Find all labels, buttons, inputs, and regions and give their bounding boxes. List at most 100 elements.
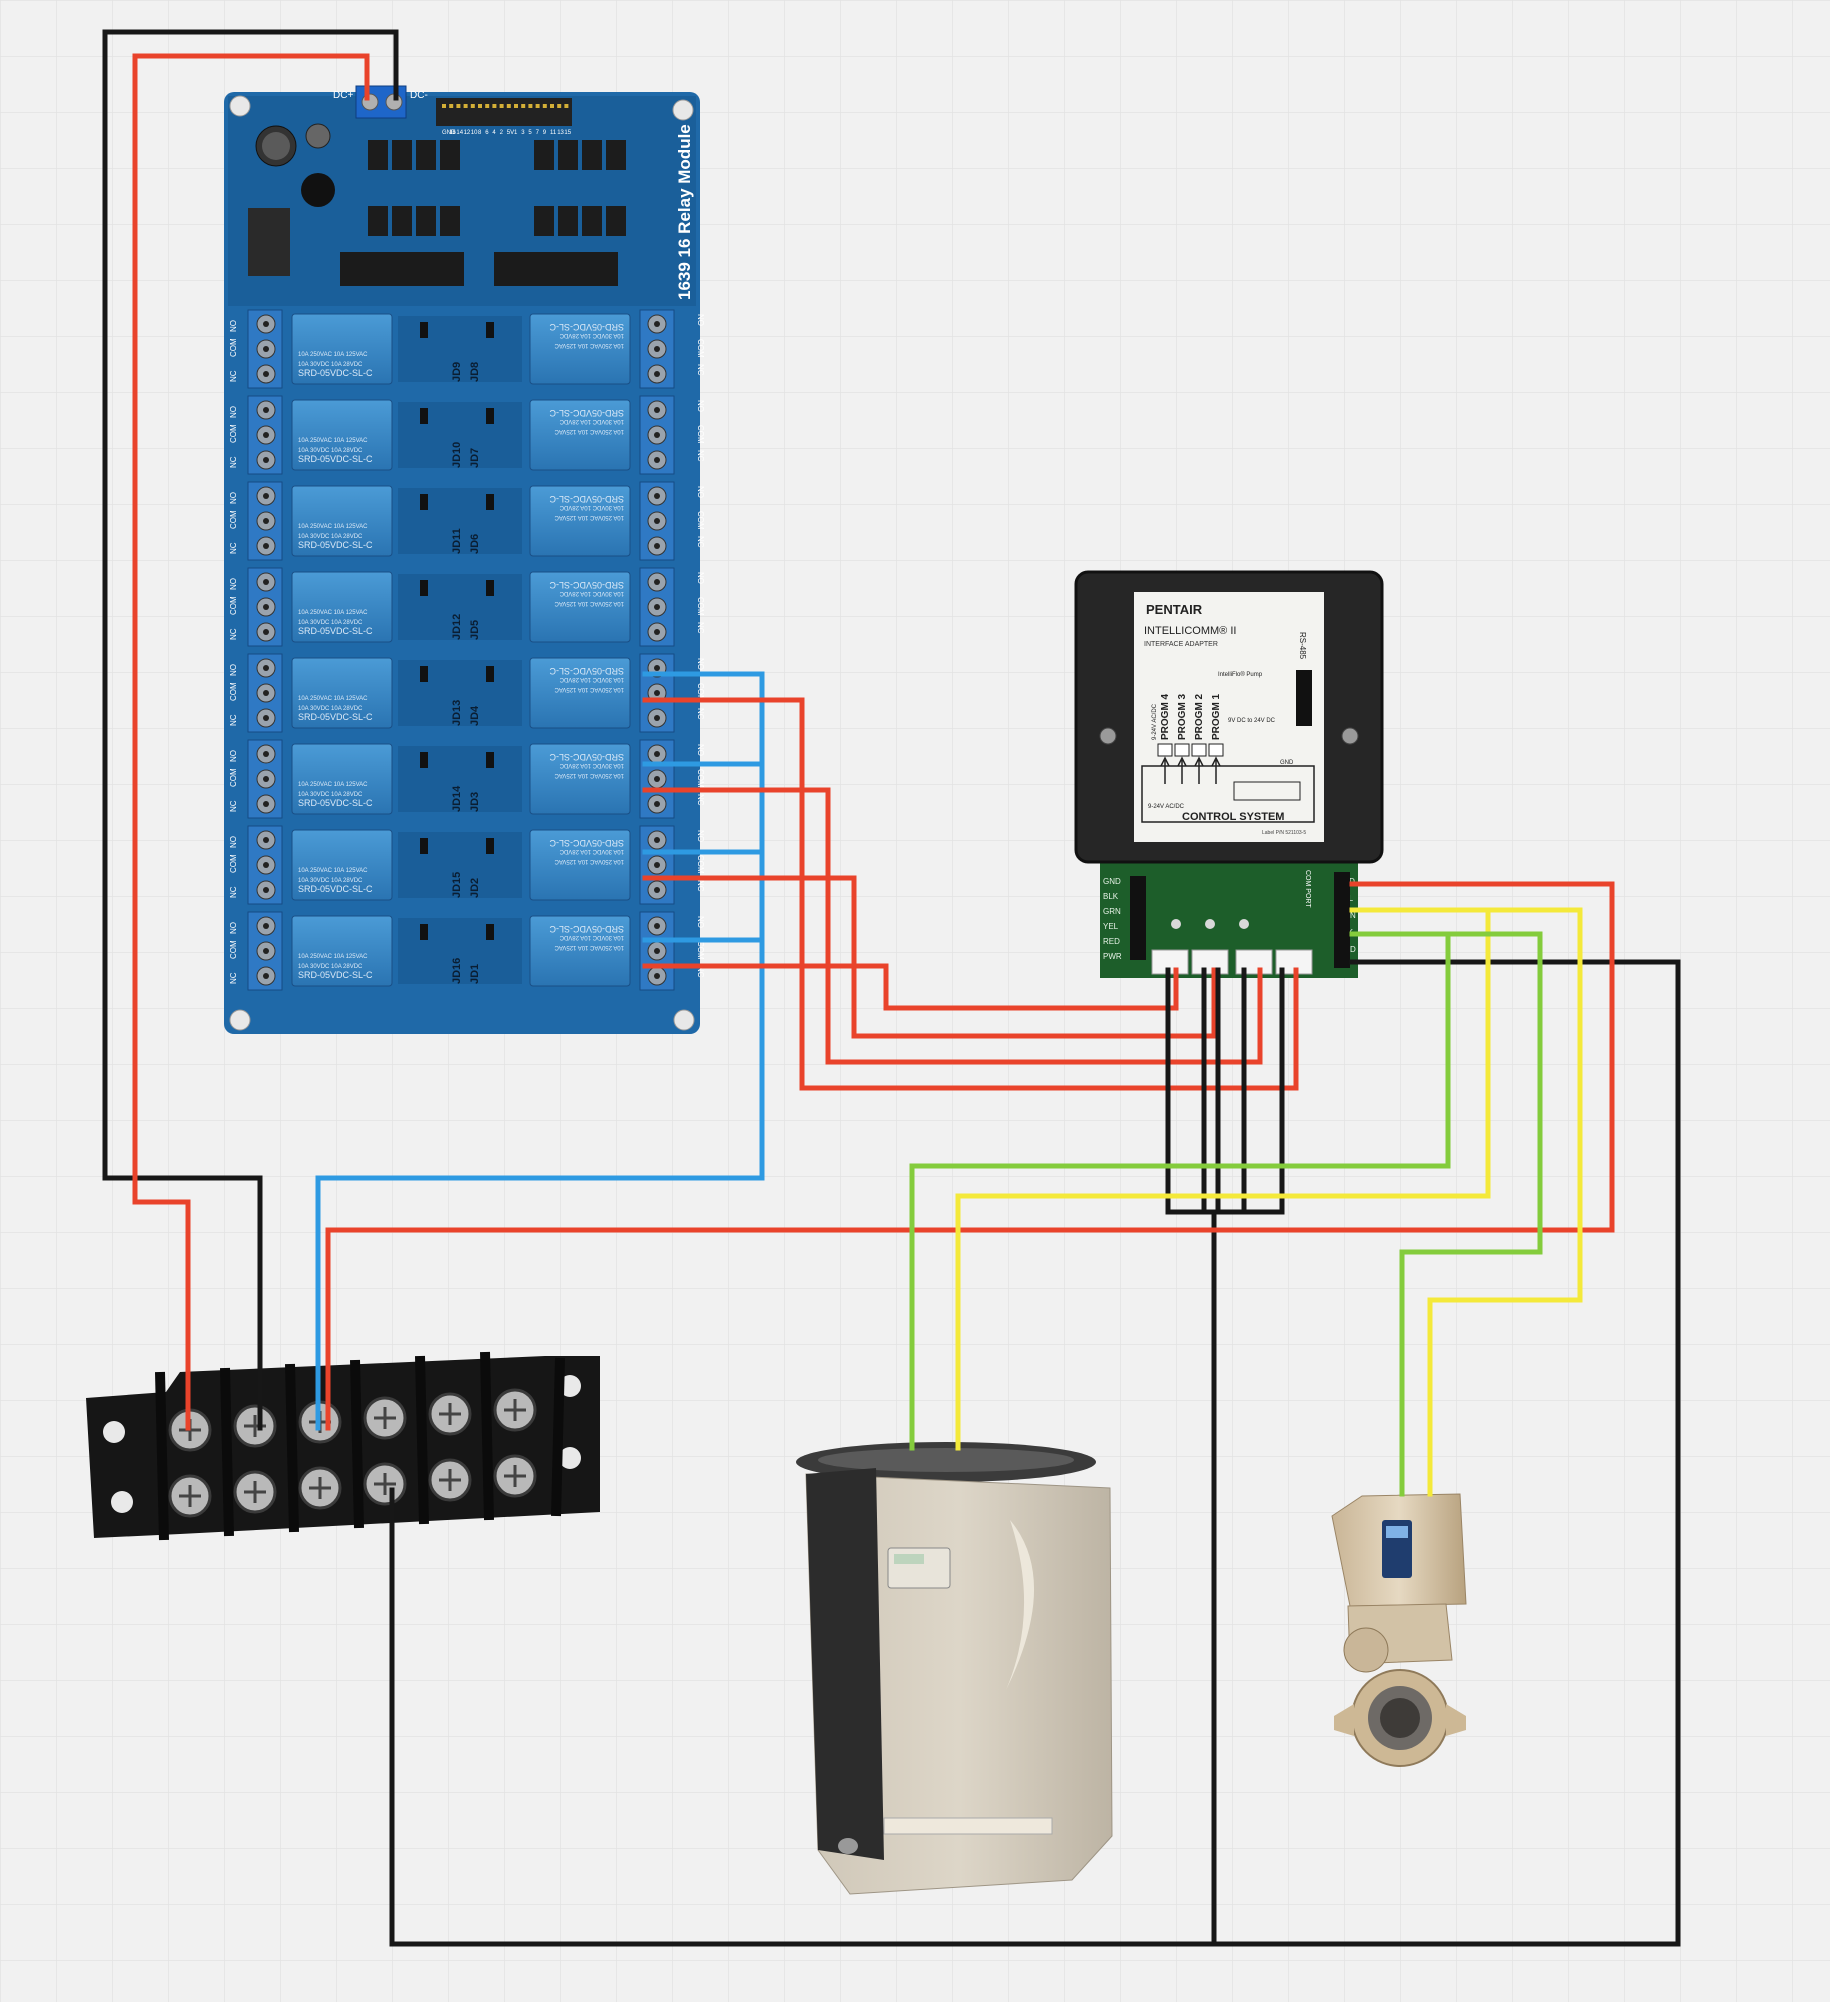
relay-label: SRD-05VDC-SL-C bbox=[298, 368, 373, 378]
terminal-label: NO bbox=[696, 314, 705, 326]
adapter-pin-label: BLK bbox=[1103, 892, 1119, 901]
terminal-label: COM bbox=[696, 941, 705, 960]
power-label-plus: DC+ bbox=[333, 90, 353, 101]
mounting-hole bbox=[229, 95, 251, 117]
relay-label: 10A 250VAC 10A 125VAC bbox=[298, 868, 368, 874]
transistor bbox=[440, 140, 460, 170]
smd-component bbox=[420, 924, 428, 940]
wire-yellow-pool-pump bbox=[1349, 907, 1583, 1497]
jumper-label: JD3 bbox=[469, 792, 481, 812]
strip-mount-hole bbox=[103, 1421, 125, 1443]
relay-label: SRD-05VDC-SL-C bbox=[549, 838, 624, 848]
strip-divider bbox=[285, 1363, 299, 1533]
heat-pump-coil bbox=[806, 1468, 884, 1860]
header-pin bbox=[514, 104, 518, 108]
terminal-label: NO bbox=[696, 916, 705, 928]
adapter-pin-header-right bbox=[1334, 872, 1350, 968]
smd-component bbox=[486, 580, 494, 596]
jumper-label: JD16 bbox=[451, 958, 463, 984]
prog-input-box bbox=[1174, 743, 1190, 757]
relay-label: 10A 30VDC 10A 28VDC bbox=[298, 878, 363, 884]
relay-label: SRD-05VDC-SL-C bbox=[549, 666, 624, 676]
adapter-control-system: CONTROL SYSTEM bbox=[1182, 811, 1284, 823]
jumper-label: JD6 bbox=[469, 534, 481, 554]
adapter-supply: 9-24V AC/DC bbox=[1152, 703, 1158, 740]
header-pin bbox=[456, 104, 461, 108]
terminal-label: NO bbox=[696, 744, 705, 756]
terminal-label: COM bbox=[696, 769, 705, 788]
transistor bbox=[558, 206, 578, 236]
terminal-label: NC bbox=[229, 542, 238, 554]
transistor bbox=[534, 140, 554, 170]
prog-label: PROGM 4 bbox=[1160, 693, 1171, 740]
ic-chip bbox=[340, 252, 464, 286]
terminal-label: COM bbox=[696, 425, 705, 444]
header-pin-label: 13 bbox=[557, 130, 564, 136]
jumper-label: JD8 bbox=[469, 362, 481, 382]
transistor bbox=[392, 206, 412, 236]
relay-label: 10A 30VDC 10A 28VDC bbox=[559, 504, 624, 510]
smd-component bbox=[486, 322, 494, 338]
prog-input-box bbox=[1157, 743, 1173, 757]
smd-component bbox=[420, 752, 428, 768]
terminal-label: NC bbox=[696, 880, 705, 892]
prog-label: PROGM 1 bbox=[1211, 693, 1222, 740]
header-pin-label: 7 bbox=[536, 130, 540, 136]
adapter-pin-label: GND bbox=[1103, 877, 1121, 886]
relay-label: SRD-05VDC-SL-C bbox=[549, 408, 624, 418]
jumper-label: JD7 bbox=[469, 448, 481, 468]
mounting-hole bbox=[673, 1009, 695, 1031]
header-pin bbox=[528, 104, 533, 108]
header-pin bbox=[470, 104, 475, 108]
jumper-label: JD1 bbox=[469, 964, 481, 984]
smd-component bbox=[420, 494, 428, 510]
relay-label: 10A 250VAC 10A 125VAC bbox=[298, 438, 368, 444]
mounting-hole bbox=[229, 1009, 251, 1031]
terminal-label: NC bbox=[696, 364, 705, 376]
header-pin-label: 2 bbox=[500, 130, 504, 136]
wire-red-relay-2 bbox=[642, 787, 1263, 1065]
relay-label: 10A 250VAC 10A 125VAC bbox=[298, 954, 368, 960]
header-pin bbox=[521, 104, 526, 108]
relay-label: SRD-05VDC-SL-C bbox=[549, 322, 624, 332]
relay-label: SRD-05VDC-SL-C bbox=[549, 580, 624, 590]
terminal-label: COM bbox=[229, 940, 238, 959]
relay-board-title: 1639 16 Relay Module bbox=[675, 124, 694, 300]
relay-label: SRD-05VDC-SL-C bbox=[298, 454, 373, 464]
jumper-label: JD2 bbox=[469, 878, 481, 898]
header-pin bbox=[463, 104, 468, 108]
relay-label: 10A 30VDC 10A 28VDC bbox=[559, 848, 624, 854]
terminal-label: NO bbox=[696, 830, 705, 842]
strip-divider bbox=[155, 1371, 169, 1541]
pump-inlet-port bbox=[1343, 1627, 1389, 1673]
terminal-label: NC bbox=[696, 794, 705, 806]
header-pin-label: 14 bbox=[456, 130, 463, 136]
terminal-label: NO bbox=[229, 320, 238, 332]
header-pin-label: 1 bbox=[514, 130, 518, 136]
relay-label: SRD-05VDC-SL-C bbox=[549, 494, 624, 504]
relay-label: 10A 30VDC 10A 28VDC bbox=[559, 934, 624, 940]
header-pin bbox=[499, 104, 504, 108]
relay-label: 10A 30VDC 10A 28VDC bbox=[559, 762, 624, 768]
relay: 10A 250VAC 10A 125VAC 10A 30VDC 10A 28VDC… bbox=[291, 829, 393, 901]
relay-label: 10A 250VAC 10A 125VAC bbox=[554, 428, 624, 434]
terminal-label: NC bbox=[696, 536, 705, 548]
header-pin-label: 12 bbox=[464, 130, 471, 136]
header-pin bbox=[564, 104, 569, 108]
terminal-label: COM bbox=[229, 338, 238, 357]
terminal-label: NC bbox=[696, 450, 705, 462]
prog-connector bbox=[1191, 949, 1229, 975]
relay-label: 10A 30VDC 10A 28VDC bbox=[298, 620, 363, 626]
transistor bbox=[606, 140, 626, 170]
